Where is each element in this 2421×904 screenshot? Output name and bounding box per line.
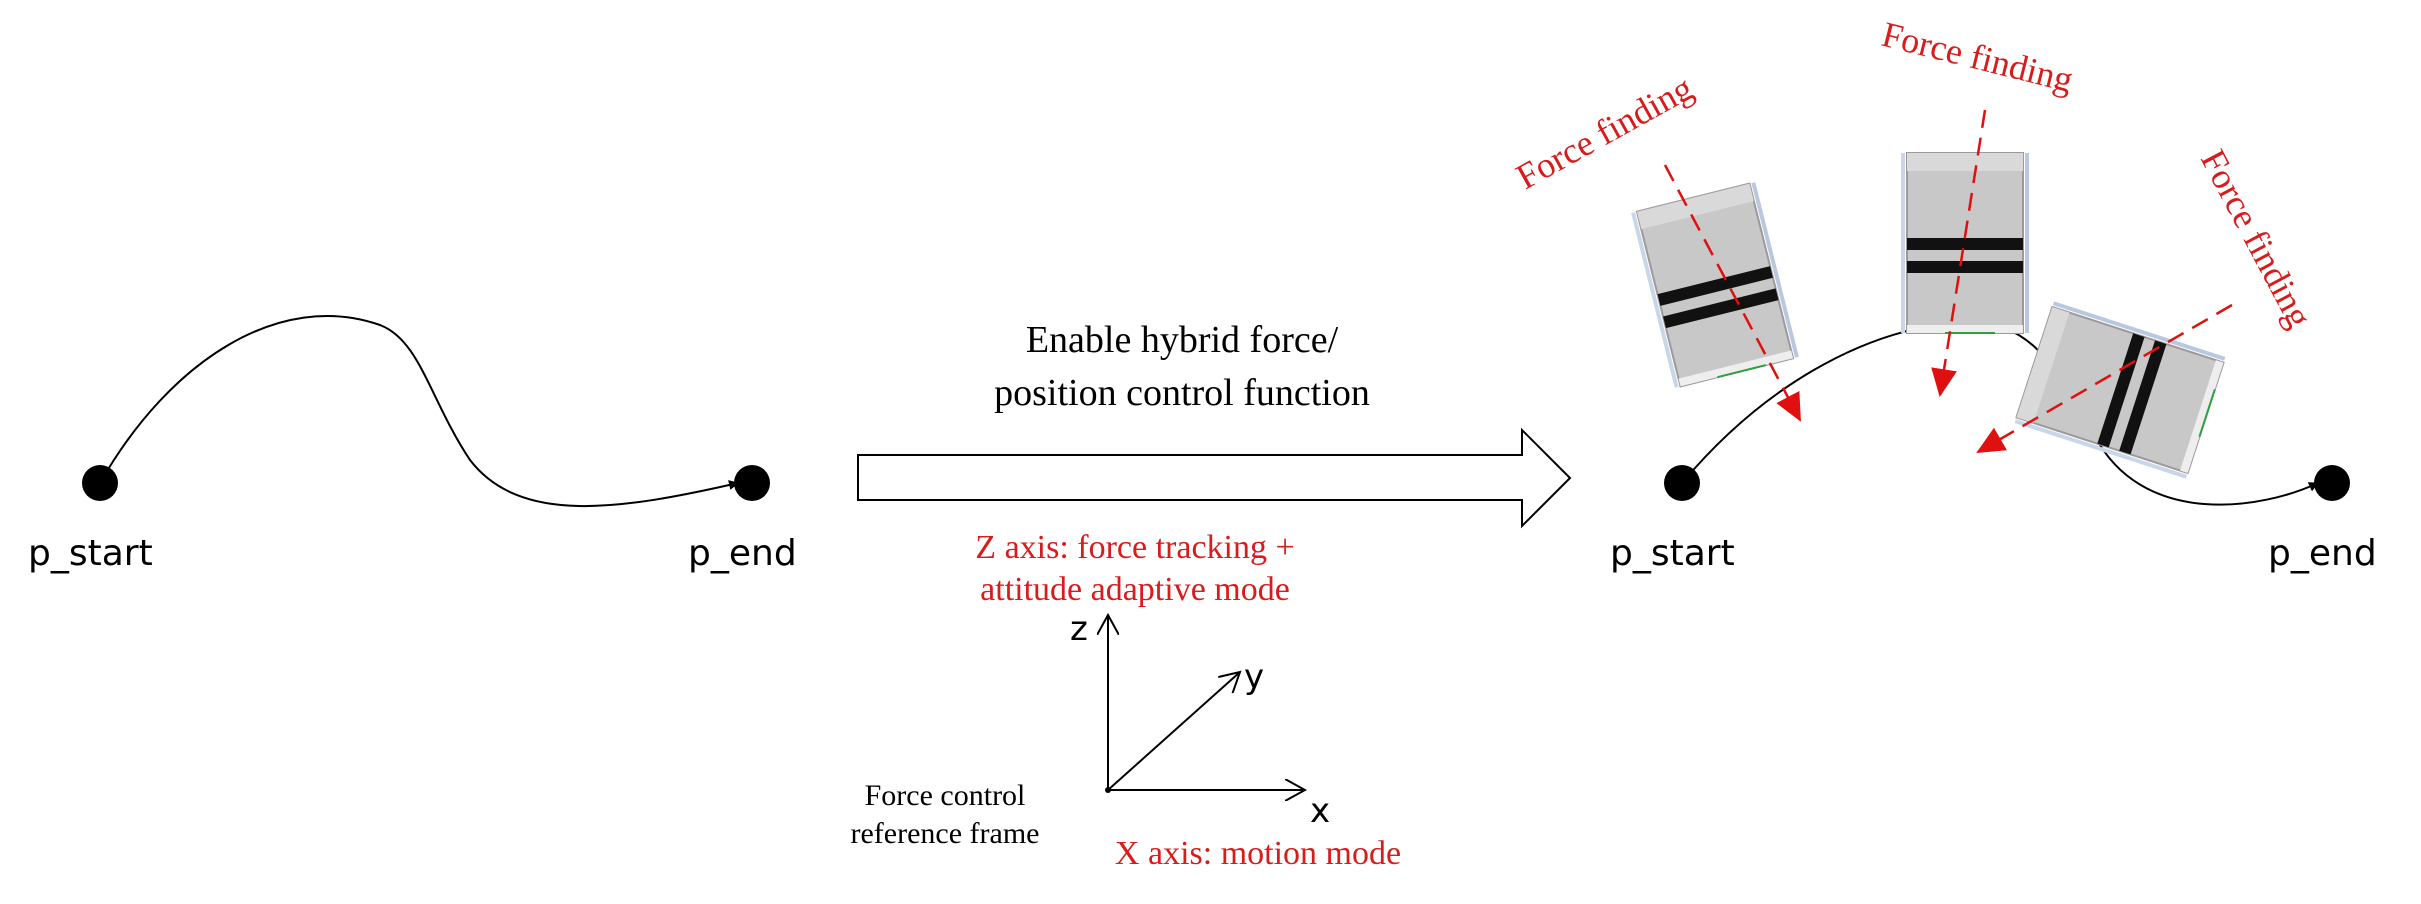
right-end-point <box>2314 465 2350 501</box>
left-start-point <box>82 465 118 501</box>
force-finding-label-3: Force finding <box>2193 143 2320 334</box>
left-start-label: p_start <box>28 533 153 574</box>
left-trajectory: p_start p_end <box>28 315 797 574</box>
arrow-caption-line1: Enable hybrid force/ <box>1026 319 1339 361</box>
z-axis-note-line2: attitude adaptive mode <box>980 571 1290 608</box>
left-end-label: p_end <box>688 533 797 574</box>
right-start-label: p_start <box>1610 533 1735 574</box>
left-trajectory-curve <box>99 315 739 507</box>
y-axis-label: y <box>1244 657 1264 697</box>
y-axis-line <box>1107 672 1240 791</box>
arrow-caption-line2: position control function <box>994 372 1370 414</box>
center-section: Enable hybrid force/ position control fu… <box>851 319 1572 872</box>
force-arrow-3 <box>1976 303 2233 454</box>
z-axis-note-line1: Z axis: force tracking + <box>975 529 1294 566</box>
force-arrow-1 <box>1663 164 1802 422</box>
probe-tool-3 <box>2013 301 2227 479</box>
probe-tool-2 <box>1901 151 2029 335</box>
x-axis-note: X axis: motion mode <box>1115 835 1401 872</box>
probe-tool-1 <box>1631 180 1799 390</box>
right-trajectory-curve <box>1681 320 2319 506</box>
hollow-block-arrow <box>857 427 1572 529</box>
x-axis-label: x <box>1310 791 1330 831</box>
force-finding-label-2: Force finding <box>1878 14 2077 100</box>
z-axis-label: z <box>1070 609 1088 649</box>
right-start-point <box>1664 465 1700 501</box>
right-trajectory: p_start p_end Force finding Force findin… <box>1509 14 2376 574</box>
frame-caption-line1: Force control <box>865 779 1026 812</box>
frame-caption-line2: reference frame <box>851 817 1040 850</box>
right-end-label: p_end <box>2268 533 2377 574</box>
force-arrow-2 <box>1931 109 1987 397</box>
reference-frame: z y x <box>1070 609 1330 831</box>
left-end-point <box>734 465 770 501</box>
